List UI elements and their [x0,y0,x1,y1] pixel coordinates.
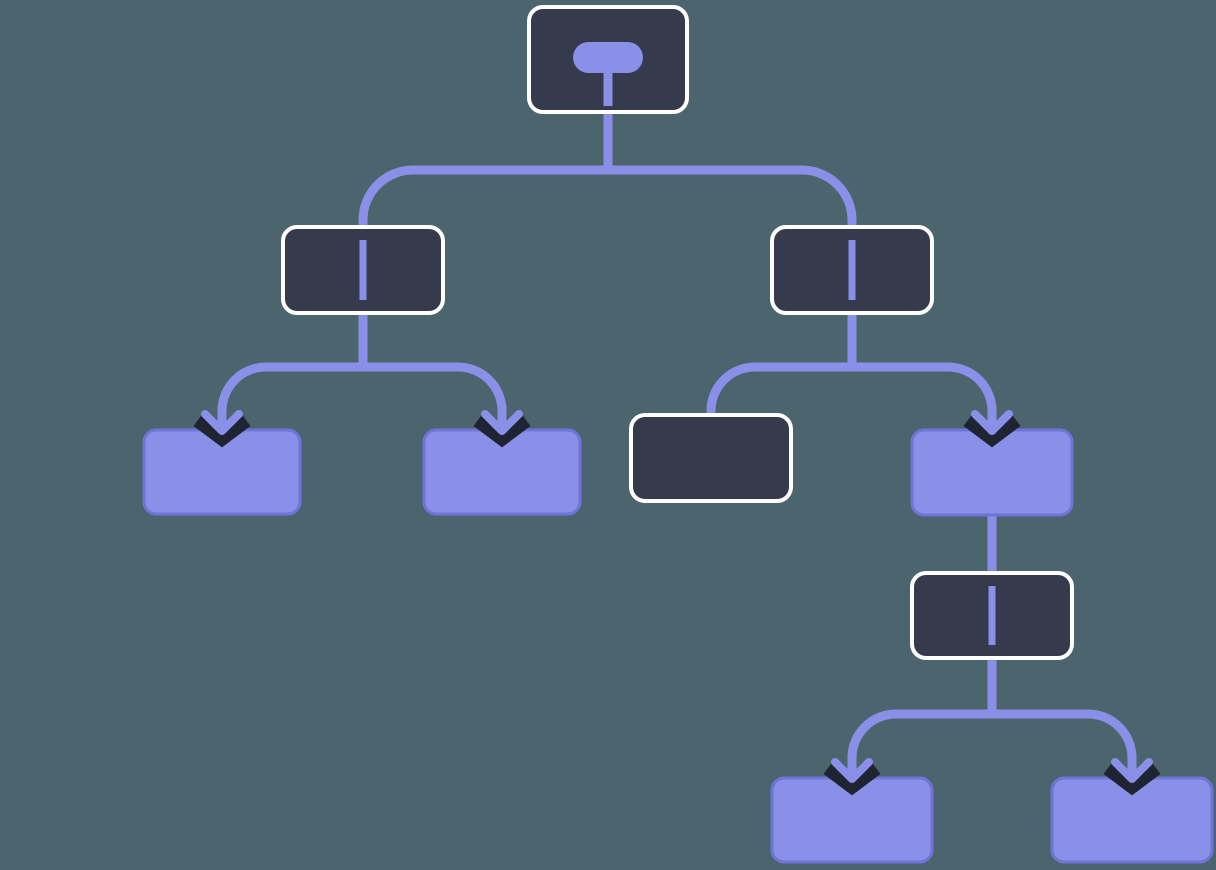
dark-node-box-leaf-dark-right[interactable] [629,413,793,503]
arrow-head-icon [201,410,243,435]
node-branch-left[interactable] [281,225,445,315]
arrow-head-icon [831,758,873,783]
chevron-dark-icon [963,414,1021,448]
arrow-head-icon [481,410,523,435]
arrow-down-icon-arrow-leaf-far-left [193,406,251,448]
arrow-head-icon [971,410,1013,435]
arrow-down-icon-arrow-bottom-left [823,754,881,796]
arrow-down-icon-arrow-leaf-mid-left [473,406,531,448]
chevron-dark-icon [473,414,531,448]
connector-edge-level1-bar [358,165,857,232]
connector-edge-right-bar [706,362,997,429]
node-chain-dark[interactable] [910,571,1074,660]
arrow-down-icon-arrow-bottom-right [1103,754,1161,796]
chevron-dark-icon [1103,762,1161,796]
node-leaf-dark-right[interactable] [629,413,793,503]
connector-edge-bottom-bar [847,709,1137,772]
pill-icon [573,42,643,73]
connector-edge-left-bar [217,362,507,429]
node-branch-right[interactable] [770,225,934,315]
chevron-dark-icon [823,762,881,796]
node-root[interactable] [527,5,689,114]
chevron-dark-icon [193,414,251,448]
arrow-down-icon-arrow-leaf-right-upper [963,406,1021,448]
arrow-head-icon [1111,758,1153,783]
